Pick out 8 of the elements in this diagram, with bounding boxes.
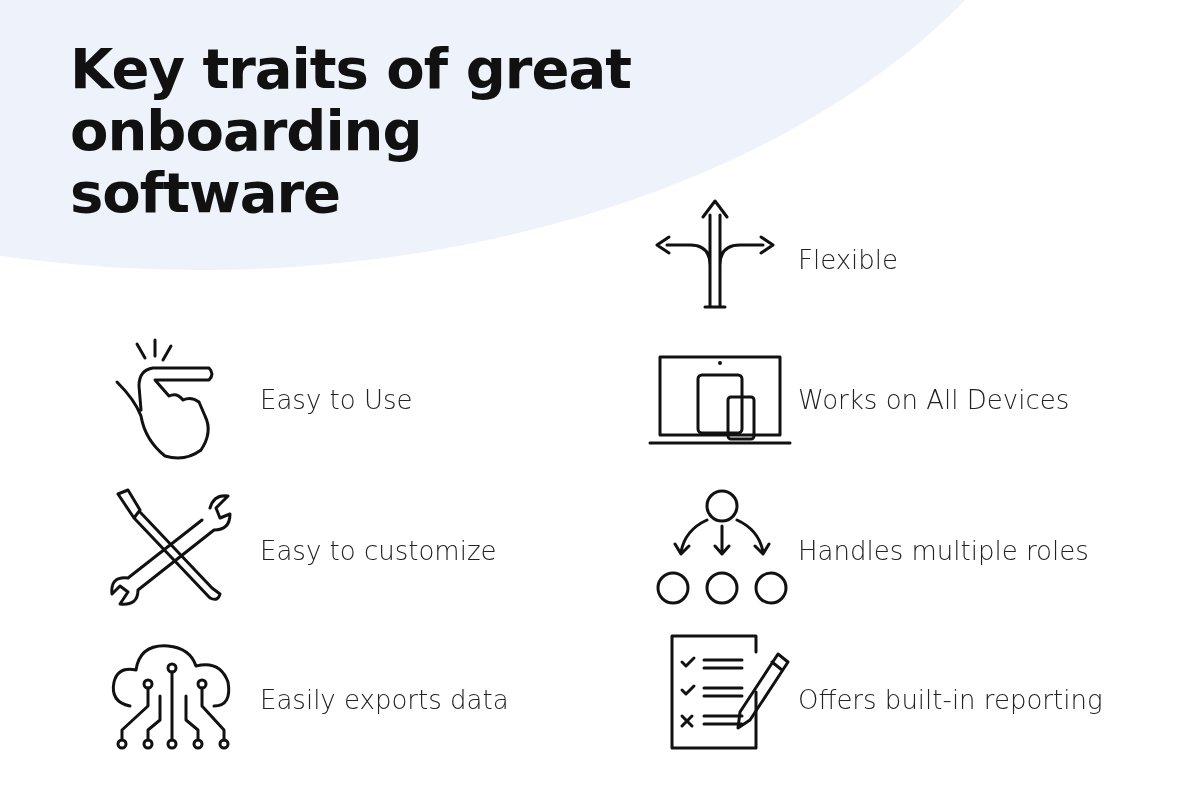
trait-label: Easy to customize (260, 535, 497, 567)
trait-label: Works on All Devices (798, 384, 1070, 416)
trait-label: Easy to Use (260, 384, 413, 416)
trait-label: Flexible (798, 244, 899, 276)
title: Key traits of great onboarding software (70, 38, 632, 224)
trait-label: Handles multiple roles (798, 535, 1089, 567)
trait-label: Easily exports data (260, 684, 509, 716)
trait-label: Offers built-in reporting (798, 684, 1103, 716)
